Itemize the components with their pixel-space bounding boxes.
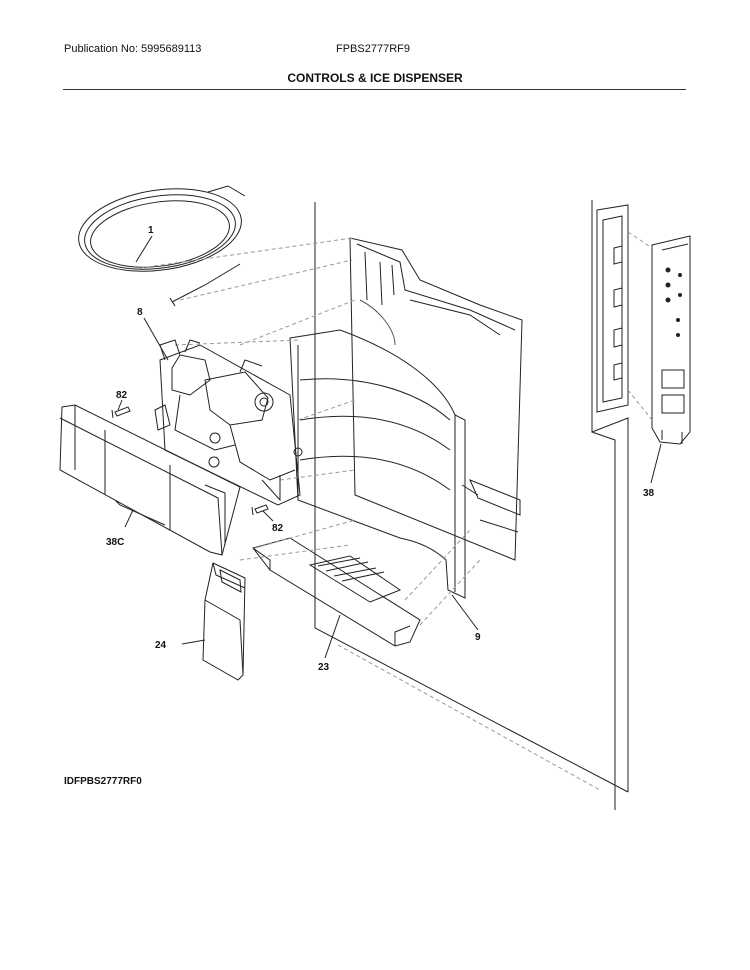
callout-82-lower: 82 [272,523,284,534]
callout-9: 9 [475,632,481,643]
model-number: FPBS2777RF9 [336,43,410,55]
callout-1: 1 [148,225,154,236]
dispenser-actuator-assembly [154,339,303,506]
callout-38: 38 [643,488,655,499]
page-title: CONTROLS & ICE DISPENSER [287,71,463,85]
callout-23: 23 [318,662,330,673]
callout-38c: 38C [106,537,124,548]
screw-upper [111,406,131,419]
water-tube-coil [78,185,246,307]
callout-8: 8 [137,307,143,318]
paddle-front-panel [59,404,241,556]
ice-chute [289,329,466,599]
control-recess [596,204,653,421]
diagram-id: IDFPBS2777RF0 [64,776,142,787]
callout-82-upper: 82 [116,390,128,401]
projection-lines [139,237,481,626]
dispenser-cavity [349,237,523,561]
door-panel [314,200,629,810]
drip-tray [252,537,421,647]
callout-24: 24 [155,640,167,651]
leader-lines [117,235,662,659]
control-board [651,235,691,445]
dispenser-paddle [202,562,246,681]
screw-lower [251,504,269,516]
publication-number: Publication No: 5995689113 [64,43,202,55]
title-divider [63,89,686,90]
